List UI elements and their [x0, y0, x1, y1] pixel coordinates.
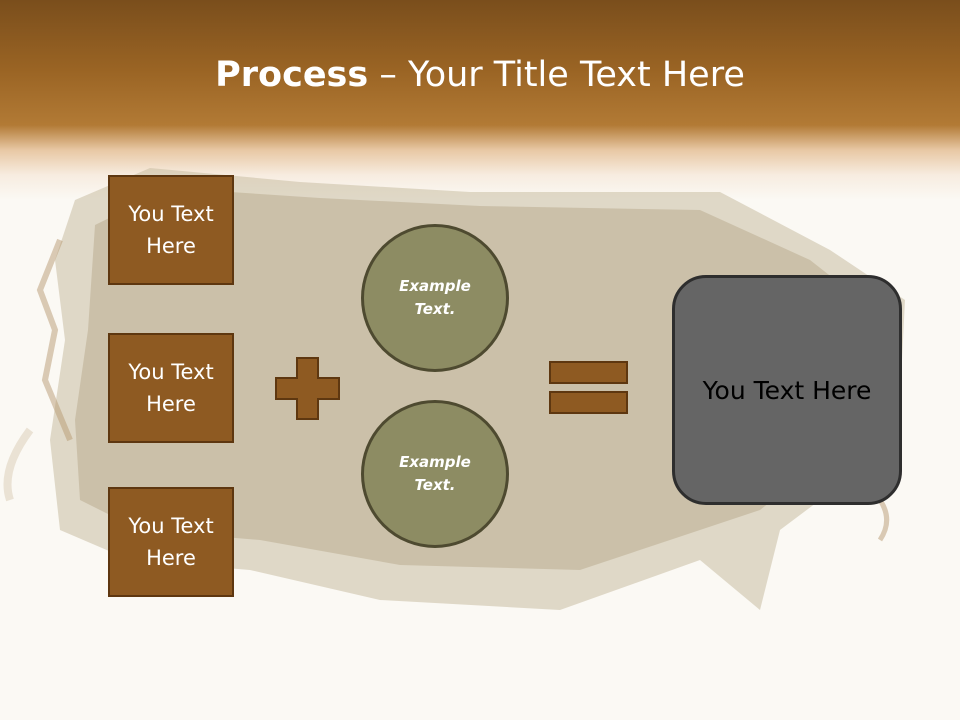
input-box-1-label: You Text Here	[128, 202, 214, 258]
example-circle-2: Example Text.	[361, 400, 509, 548]
input-box-1: You Text Here	[108, 175, 234, 285]
input-box-2: You Text Here	[108, 333, 234, 443]
result-box: You Text Here	[672, 275, 902, 505]
page-title: Process – Your Title Text Here	[0, 50, 960, 100]
example-circle-1: Example Text.	[361, 224, 509, 372]
equals-icon	[549, 361, 628, 414]
plus-icon	[275, 357, 340, 420]
title-rest: – Your Title Text Here	[368, 55, 745, 95]
input-box-3-label: You Text Here	[128, 514, 214, 570]
input-box-3: You Text Here	[108, 487, 234, 597]
example-circle-2-label: Example Text.	[399, 453, 471, 494]
input-box-2-label: You Text Here	[128, 360, 214, 416]
example-circle-1-label: Example Text.	[399, 277, 471, 318]
title-bold: Process	[215, 55, 369, 95]
result-box-label: You Text Here	[702, 375, 872, 405]
header-band	[0, 0, 960, 200]
